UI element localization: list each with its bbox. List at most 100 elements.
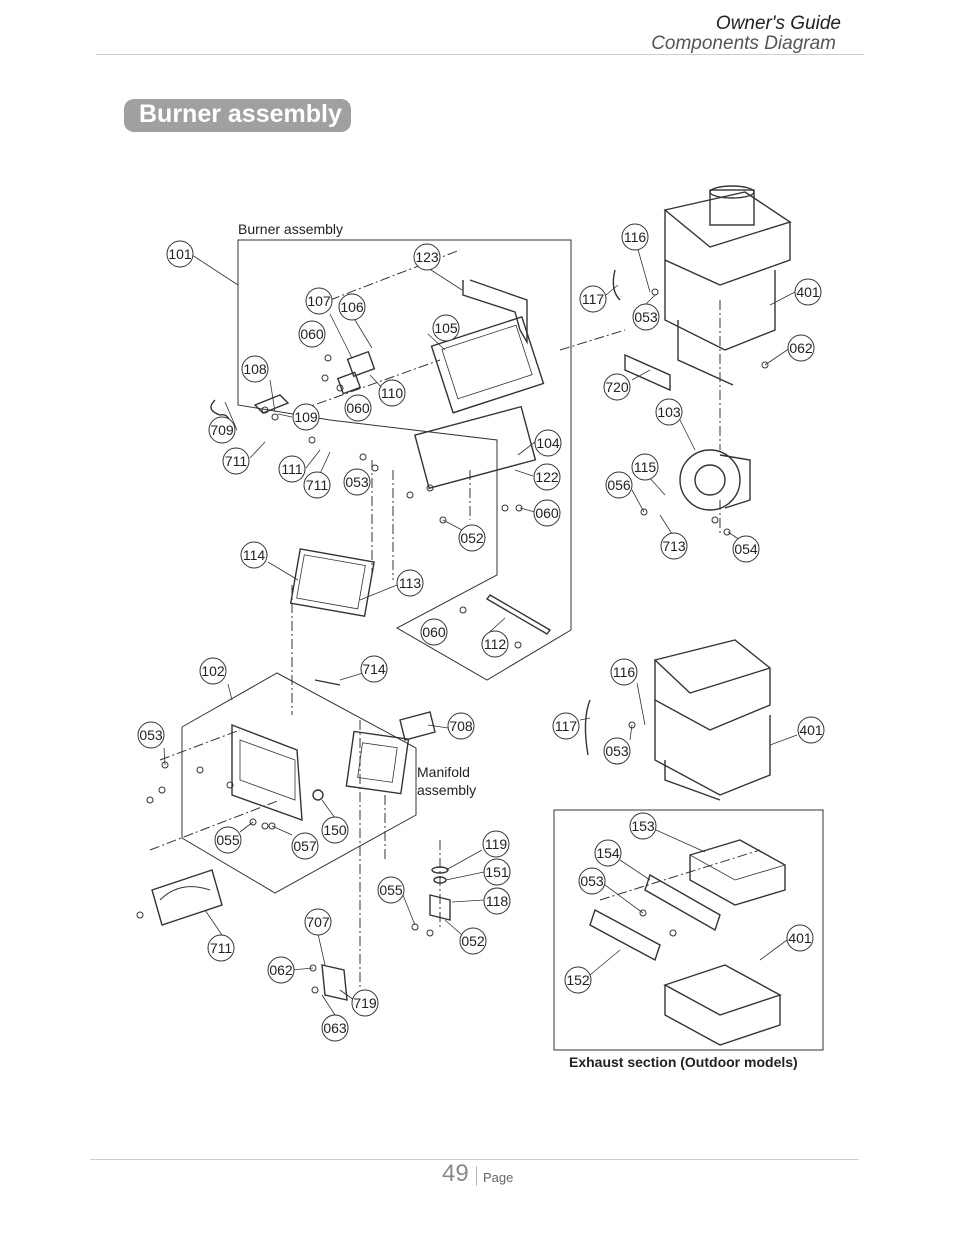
- exhaust-caption: Exhaust section (Outdoor models): [569, 1054, 798, 1070]
- part-callout-056: 056: [605, 471, 633, 499]
- part-callout-711: 711: [207, 934, 235, 962]
- part-number: 401: [799, 722, 823, 738]
- part-number: 055: [216, 832, 240, 848]
- part-callout-060: 060: [298, 320, 326, 348]
- part-number: 060: [535, 505, 559, 521]
- part-number: 720: [605, 379, 629, 395]
- part-callout-060: 060: [344, 394, 372, 422]
- part-callout-060: 060: [420, 618, 448, 646]
- part-callout-154: 154: [594, 839, 622, 867]
- part-number: 053: [634, 309, 658, 325]
- part-number: 154: [596, 845, 620, 861]
- part-number: 053: [605, 743, 629, 759]
- part-number: 117: [582, 291, 605, 307]
- part-callout-062: 062: [267, 956, 295, 984]
- part-number: 150: [323, 822, 347, 838]
- part-callout-111: 111: [278, 455, 306, 483]
- part-callout-052: 052: [459, 927, 487, 955]
- part-callout-053: 053: [343, 468, 371, 496]
- part-callout-122: 122: [533, 463, 561, 491]
- part-callout-720: 720: [603, 373, 631, 401]
- part-callout-113: 113: [396, 569, 424, 597]
- part-number: 103: [657, 404, 681, 420]
- part-callout-116: 116: [610, 658, 638, 686]
- part-number: 711: [306, 477, 329, 493]
- part-callout-101: 101: [166, 240, 194, 268]
- part-number: 709: [210, 422, 234, 438]
- part-number: 106: [340, 299, 364, 315]
- part-number: 152: [566, 972, 590, 988]
- footer-divider: [90, 1159, 859, 1160]
- page-number: 49: [442, 1160, 469, 1187]
- part-number: 107: [307, 293, 331, 309]
- section-title: Burner assembly: [139, 100, 342, 128]
- part-callout-118: 118: [483, 887, 511, 915]
- part-number: 062: [789, 340, 813, 356]
- part-number: 052: [460, 530, 484, 546]
- part-callout-117: 117: [579, 285, 607, 313]
- header-title: Owner's Guide: [715, 13, 841, 34]
- part-callout-108: 108: [241, 355, 269, 383]
- part-callout-102: 102: [199, 657, 227, 685]
- part-number: 063: [323, 1020, 347, 1036]
- part-number: 117: [555, 718, 578, 734]
- part-number: 115: [634, 459, 657, 475]
- part-callout-110: 110: [378, 379, 406, 407]
- part-callout-105: 105: [432, 314, 460, 342]
- part-callout-117: 117: [552, 712, 580, 740]
- part-callout-719: 719: [351, 989, 379, 1017]
- part-callout-057: 057: [291, 832, 319, 860]
- part-callout-107: 107: [305, 287, 333, 315]
- part-number: 114: [243, 547, 266, 563]
- burner-assembly-label: Burner assembly: [238, 221, 343, 237]
- part-callout-123: 123: [413, 243, 441, 271]
- page-number-separator: [476, 1166, 477, 1186]
- part-number: 719: [353, 995, 377, 1011]
- part-callout-713: 713: [660, 532, 688, 560]
- part-callout-711: 711: [222, 447, 250, 475]
- part-number: 108: [243, 361, 267, 377]
- part-number: 102: [201, 663, 225, 679]
- part-callout-714: 714: [360, 655, 388, 683]
- part-number: 401: [796, 284, 820, 300]
- part-number: 105: [434, 320, 458, 336]
- part-number: 151: [485, 864, 509, 880]
- part-callout-119: 119: [482, 830, 510, 858]
- part-callout-062: 062: [787, 334, 815, 362]
- part-callout-053: 053: [578, 867, 606, 895]
- header-subtitle: Components Diagram: [651, 33, 836, 54]
- part-number: 053: [580, 873, 604, 889]
- part-number: 713: [662, 538, 686, 554]
- part-number: 062: [269, 962, 293, 978]
- part-number: 112: [484, 636, 507, 652]
- part-callout-104: 104: [534, 429, 562, 457]
- part-number: 116: [624, 229, 647, 245]
- part-number: 060: [422, 624, 446, 640]
- header-divider: [96, 54, 864, 55]
- part-number: 060: [346, 400, 370, 416]
- part-number: 053: [345, 474, 369, 490]
- part-number: 401: [788, 930, 812, 946]
- part-number: 711: [210, 940, 233, 956]
- part-callout-401: 401: [786, 924, 814, 952]
- part-number: 104: [536, 435, 560, 451]
- part-number: 110: [381, 385, 404, 401]
- part-number: 052: [461, 933, 485, 949]
- part-number: 053: [139, 727, 163, 743]
- part-callout-711: 711: [303, 471, 331, 499]
- part-number: 122: [535, 469, 559, 485]
- part-number: 123: [415, 249, 439, 265]
- part-callout-708: 708: [447, 712, 475, 740]
- part-number: 714: [362, 661, 386, 677]
- part-number: 708: [449, 718, 473, 734]
- part-number: 109: [294, 409, 318, 425]
- part-callout-052: 052: [458, 524, 486, 552]
- part-number: 707: [306, 914, 330, 930]
- part-callout-115: 115: [631, 453, 659, 481]
- part-callout-055: 055: [377, 876, 405, 904]
- manifold-label-line1: Manifold: [417, 764, 470, 780]
- part-number: 056: [607, 477, 631, 493]
- part-number: 111: [281, 461, 302, 477]
- part-callout-709: 709: [208, 416, 236, 444]
